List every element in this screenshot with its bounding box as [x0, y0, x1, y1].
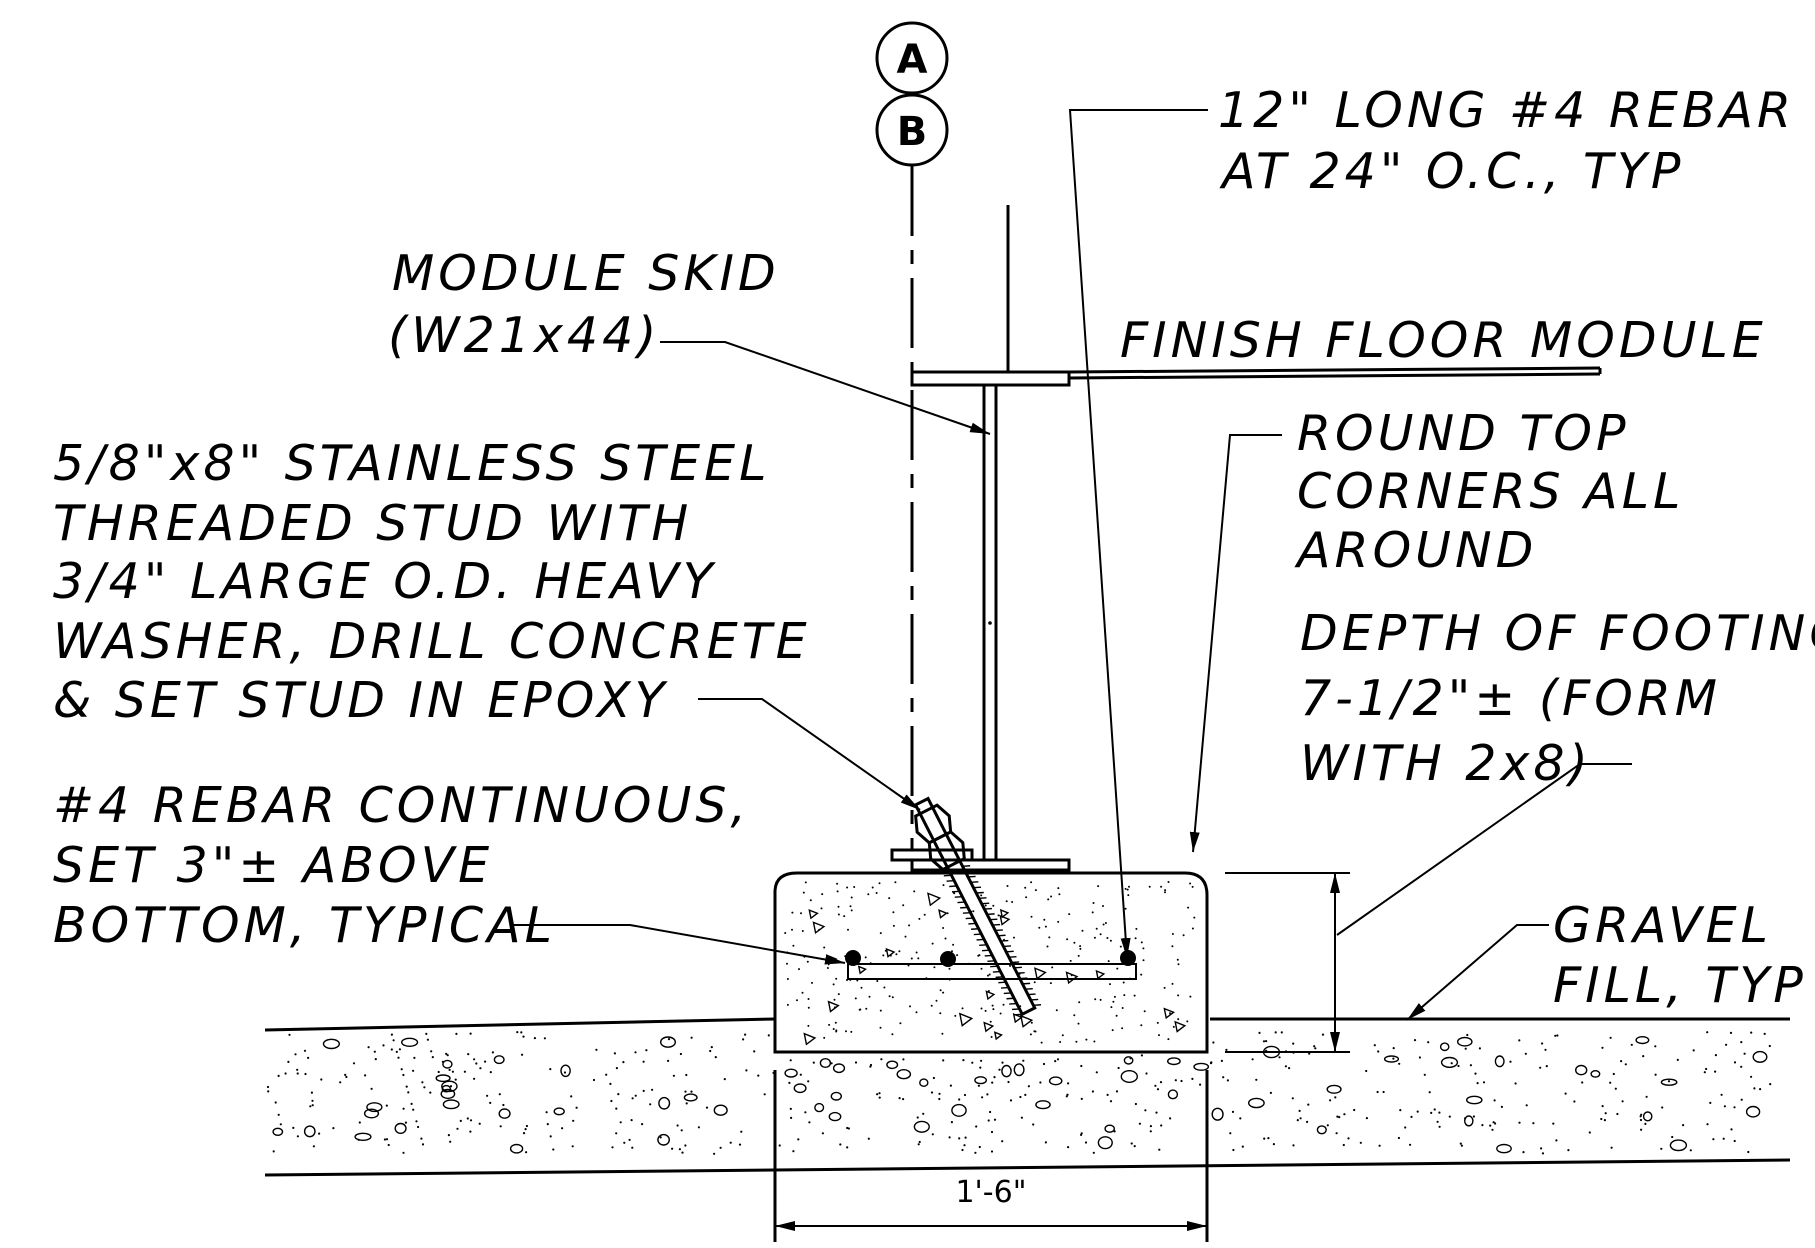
dim-footing-width: 1'-6": [955, 1175, 1026, 1210]
label-stud-5: & SET STUD IN EPOXY: [53, 672, 669, 729]
gravel-fill: [264, 1017, 1791, 1177]
threaded-stud: [890, 796, 1042, 1017]
label-stud-2: THREADED STUD WITH: [53, 495, 692, 552]
label-rebar-cont-3: BOTTOM, TYPICAL: [53, 897, 556, 954]
label-floor: FINISH FLOOR MODULE: [1120, 312, 1767, 369]
label-depth-3: WITH 2x8): [1300, 735, 1592, 792]
label-stud-3: 3/4" LARGE O.D. HEAVY: [53, 553, 717, 610]
label-round-1: ROUND TOP: [1297, 405, 1630, 462]
label-skid-1: MODULE SKID: [392, 245, 780, 302]
label-rebar-cont-1: #4 REBAR CONTINUOUS,: [53, 777, 750, 834]
label-rebar-short-1: 12" LONG #4 REBAR: [1218, 82, 1795, 139]
concrete-footing: [773, 871, 1209, 1054]
label-round-2: CORNERS ALL: [1297, 463, 1684, 520]
label-round-3: AROUND: [1294, 522, 1537, 579]
label-stud-1: 5/8"x8" STAINLESS STEEL: [53, 435, 770, 492]
label-rebar-cont-2: SET 3"± ABOVE: [53, 837, 493, 894]
label-depth-2: 7-1/2"± (FORM: [1300, 670, 1721, 727]
label-skid-2: (W21x44): [388, 307, 660, 364]
label-gravel-1: GRAVEL: [1553, 897, 1772, 954]
module-skid-beam: [910, 205, 1602, 872]
rebar-dot: [940, 951, 956, 967]
grid-line: A B: [875, 21, 949, 850]
leaders: [512, 109, 1632, 1021]
depth-dimension: [1225, 872, 1350, 1053]
label-gravel-2: FILL, TYP: [1553, 957, 1807, 1014]
label-rebar-short-2: AT 24" O.C., TYP: [1219, 143, 1684, 200]
grid-label-b: B: [897, 109, 928, 155]
grid-label-a: A: [897, 37, 928, 83]
grid-bubble-a: [875, 21, 949, 95]
label-stud-4: WASHER, DRILL CONCRETE: [53, 613, 811, 670]
width-dimension: 1'-6": [775, 1175, 1207, 1231]
annotations: 12" LONG #4 REBAR AT 24" O.C., TYP MODUL…: [53, 82, 1815, 1014]
rebar-dot: [1120, 950, 1136, 966]
label-depth-1: DEPTH OF FOOTING: [1300, 605, 1815, 662]
rebar-dot: [845, 950, 861, 966]
grid-bubble-b: [875, 93, 949, 167]
